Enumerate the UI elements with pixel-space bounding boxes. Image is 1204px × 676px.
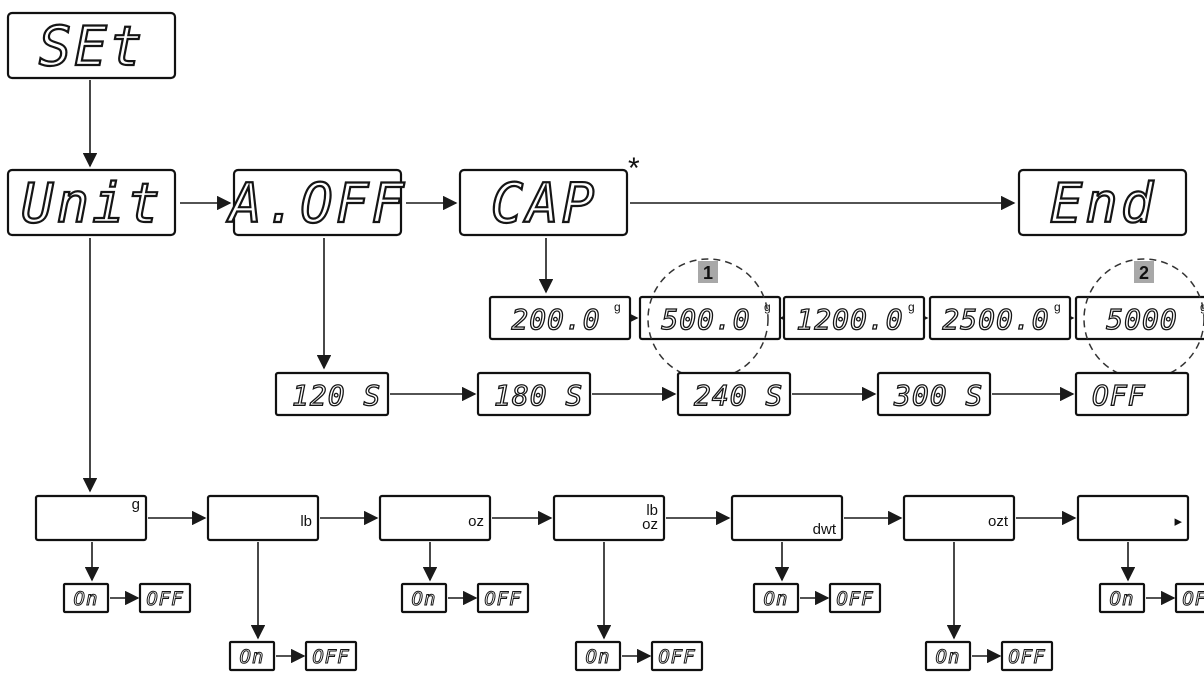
step-badge: 1 (703, 263, 713, 283)
unit-option[interactable]: lb (206, 494, 320, 542)
menu-capacity[interactable]: CAP (458, 168, 629, 237)
highlight-circle (1083, 258, 1204, 380)
step-badge: 2 (1139, 263, 1149, 283)
toggle-off-label: OFF (1008, 646, 1045, 668)
toggle-off-option[interactable]: OFF (476, 582, 530, 614)
toggle-on-label: On (936, 646, 961, 668)
unit-option-label: oz (468, 513, 484, 530)
toggle-on-label: On (412, 588, 437, 610)
menu-capacity-label: CAP (491, 172, 598, 235)
toggle-off-option[interactable]: OFF (1174, 582, 1204, 614)
menu-set-label: SEt (39, 15, 146, 78)
capacity-option[interactable]: 2500.0 g (928, 295, 1072, 341)
capacity-option-unit: g (614, 300, 621, 314)
auto-off-option-label: 300 S (893, 379, 983, 412)
auto-off-option-label: 180 S (494, 379, 583, 412)
unit-option[interactable]: g (34, 494, 148, 542)
auto-off-options: 120 S 180 S 240 S 300 S OFF (274, 371, 1190, 417)
unit-option[interactable]: oz (378, 494, 492, 542)
toggle-off-option[interactable]: OFF (138, 582, 192, 614)
auto-off-option[interactable]: 120 S (274, 371, 390, 417)
toggle-off-option[interactable]: OFF (828, 582, 882, 614)
capacity-option[interactable]: 200.0 g (488, 295, 632, 341)
capacity-option-value: 1200.0 (796, 303, 903, 336)
capacity-option[interactable]: 1200.0 g (782, 295, 926, 341)
capacity-asterisk: * (628, 152, 640, 185)
highlight-circle (647, 258, 769, 380)
auto-off-option-label: OFF (1092, 379, 1146, 412)
toggle-on-option[interactable]: On (924, 640, 972, 672)
capacity-option-value: 200.0 (511, 303, 600, 336)
menu-set[interactable]: SEt (6, 11, 177, 80)
toggle-off-label: OFF (1182, 588, 1204, 610)
unit-option-label: ▸ (1174, 513, 1182, 530)
toggle-off-label: OFF (836, 588, 873, 610)
toggle-off-option[interactable]: OFF (650, 640, 704, 672)
toggle-on-label: On (74, 588, 99, 610)
auto-off-option[interactable]: 300 S (876, 371, 992, 417)
toggle-on-option[interactable]: On (574, 640, 622, 672)
toggle-on-option[interactable]: On (62, 582, 110, 614)
menu-auto-off-label: A.OFF (226, 172, 407, 235)
unit-option[interactable]: ozt (902, 494, 1016, 542)
capacity-option-unit: g (1054, 300, 1061, 314)
auto-off-option-label: 240 S (694, 379, 783, 412)
auto-off-option[interactable]: OFF (1074, 371, 1190, 417)
toggle-on-label: On (586, 646, 611, 668)
toggle-off-label: OFF (484, 588, 521, 610)
toggle-off-label: OFF (146, 588, 183, 610)
toggle-on-option[interactable]: On (400, 582, 448, 614)
unit-option-label: ozt (988, 513, 1009, 530)
unit-option-label-secondary: oz (642, 516, 658, 533)
auto-off-option[interactable]: 240 S (676, 371, 792, 417)
toggle-off-label: OFF (312, 646, 349, 668)
toggle-on-label: On (764, 588, 789, 610)
capacity-option-value: 2500.0 (942, 303, 1049, 336)
capacity-option[interactable]: 5000 g (1074, 295, 1204, 341)
toggle-off-option[interactable]: OFF (304, 640, 358, 672)
auto-off-option-label: 120 S (292, 379, 381, 412)
menu-auto-off[interactable]: A.OFF (225, 168, 407, 237)
auto-off-option[interactable]: 180 S (476, 371, 592, 417)
toggle-on-option[interactable]: On (1098, 582, 1146, 614)
capacity-option-value: 5000 (1106, 303, 1177, 336)
capacity-option-value: 500.0 (661, 303, 750, 336)
unit-option-label: lb (300, 513, 312, 530)
badge-background (1134, 261, 1154, 283)
toggle-off-label: OFF (658, 646, 695, 668)
toggle-on-option[interactable]: On (752, 582, 800, 614)
menu-unit-label: Unit (21, 172, 163, 235)
menu-end-label: End (1050, 172, 1157, 235)
unit-option[interactable]: ▸ (1076, 494, 1190, 542)
menu-unit[interactable]: Unit (6, 168, 177, 237)
badge-background (698, 261, 718, 283)
unit-option-label: lb (646, 502, 658, 519)
toggle-on-option[interactable]: On (228, 640, 276, 672)
unit-option[interactable]: dwt (730, 494, 844, 542)
connectors (82, 80, 1176, 664)
unit-option-label: g (132, 496, 140, 513)
toggle-on-label: On (240, 646, 265, 668)
toggle-off-option[interactable]: OFF (1000, 640, 1054, 672)
toggle-on-label: On (1110, 588, 1135, 610)
unit-option-label: dwt (813, 521, 837, 538)
menu-end[interactable]: End (1017, 168, 1188, 237)
capacity-option-unit: g (908, 300, 915, 314)
capacity-option-unit: g (1200, 300, 1204, 314)
